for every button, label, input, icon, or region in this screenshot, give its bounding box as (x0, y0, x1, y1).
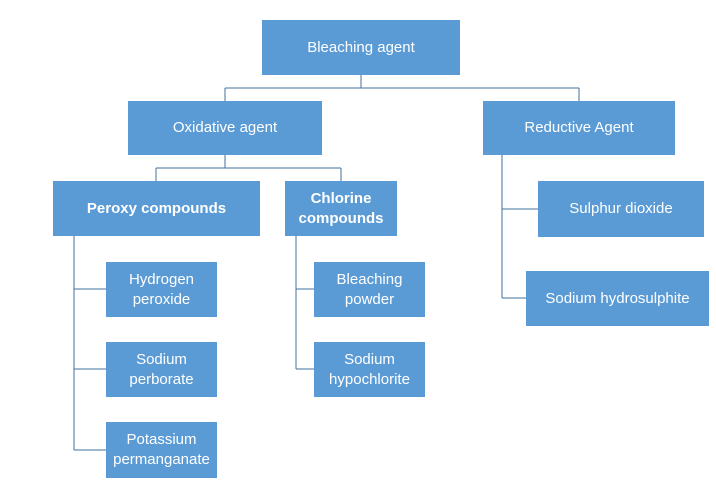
node-sulphur-dioxide: Sulphur dioxide (538, 181, 704, 237)
node-bleaching-agent-label: Bleaching agent (307, 38, 415, 56)
node-peroxy-compounds-label: Peroxy compounds (86, 199, 227, 217)
node-hydrogen-peroxide: Hydrogen peroxide (106, 262, 217, 317)
node-chlorine-compounds: Chlorine compounds (285, 181, 397, 236)
node-reductive-agent-label: Reductive Agent (524, 119, 634, 136)
node-bleaching-powder-label: Bleaching powder (336, 270, 403, 308)
node-potassium-permanganate: Potassium permanganate (106, 422, 217, 478)
node-peroxy-compounds: Peroxy compounds (53, 181, 260, 236)
node-sodium-perborate: Sodium perborate (106, 342, 217, 397)
node-sodium-hypochlorite: Sodium hypochlorite (314, 342, 425, 397)
node-hydrogen-peroxide-label: Hydrogen peroxide (128, 270, 195, 308)
node-oxidative-agent-label: Oxidative agent (172, 119, 278, 136)
node-sodium-perborate-label: Sodium perborate (129, 350, 194, 388)
node-sodium-hydrosulphite-label: Sodium hydrosulphite (545, 289, 690, 307)
node-bleaching-powder: Bleaching powder (314, 262, 425, 317)
node-chlorine-compounds-label: Chlorine compounds (298, 189, 384, 227)
node-sulphur-dioxide-label: Sulphur dioxide (569, 200, 673, 217)
node-bleaching-agent: Bleaching agent (262, 20, 460, 75)
node-sodium-hydrosulphite: Sodium hydrosulphite (526, 271, 709, 326)
node-sodium-hypochlorite-label: Sodium hypochlorite (329, 350, 410, 388)
node-reductive-agent: Reductive Agent (483, 101, 675, 155)
node-oxidative-agent: Oxidative agent (128, 101, 322, 155)
node-potassium-permanganate-label: Potassium permanganate (113, 431, 210, 468)
